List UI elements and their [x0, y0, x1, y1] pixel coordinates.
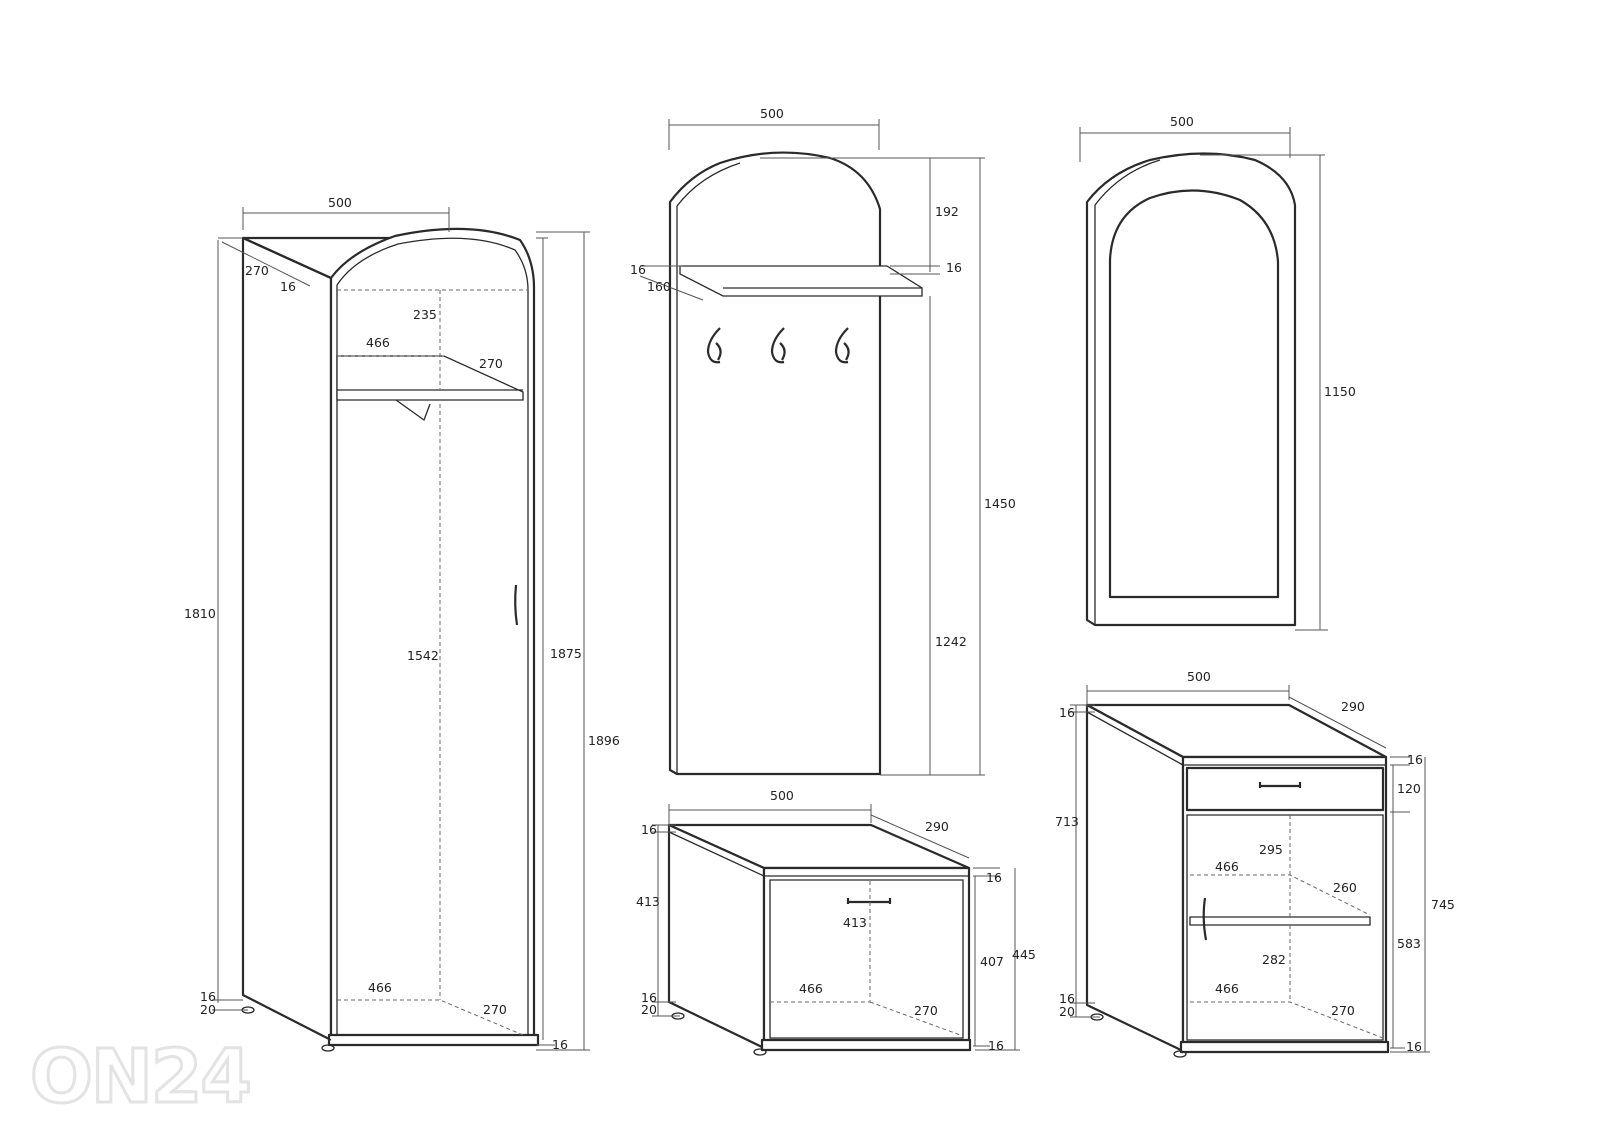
commode-dashed-interior	[1190, 815, 1384, 1039]
commode-bottom-panel-label: 16	[1059, 991, 1075, 1006]
hanger-total-height-label: 1450	[984, 496, 1016, 511]
commode-shelf-gap-top-label: 295	[1259, 842, 1283, 857]
hook-icon	[770, 327, 786, 364]
shoe-bench-total-height-label: 445	[1012, 947, 1036, 962]
shoe-bench-handle	[846, 898, 892, 904]
wardrobe-shelf	[336, 355, 524, 422]
hanger-shelf-thickness-left-label: 16	[630, 262, 646, 277]
shoe-bench-bottom-depth-label: 270	[914, 1003, 938, 1018]
shoe-bench-inner-height-label: 407	[980, 954, 1004, 969]
commode-bottom-right-label: 16	[1406, 1039, 1422, 1054]
wardrobe-inner-height-label: 1542	[407, 648, 439, 663]
wardrobe-height-door-label: 1875	[550, 646, 582, 661]
wardrobe-plinth-panel-label: 16	[200, 989, 216, 1004]
commode-drawer	[1185, 766, 1385, 812]
hanger-panel: 500 192 16 16 160 1450 1242	[630, 106, 1016, 776]
shoe-bench-bottom-right-label: 16	[988, 1038, 1004, 1053]
shoe-bench-top-right-label: 16	[986, 870, 1002, 885]
mirror-width-label: 500	[1170, 114, 1194, 129]
shoe-bench-legs-label: 20	[641, 1002, 657, 1017]
commode-top-right-label: 16	[1407, 752, 1423, 767]
commode-depth-label: 290	[1341, 699, 1365, 714]
wardrobe-bottom-depth-label: 270	[483, 1002, 507, 1017]
commode-side-height-label: 713	[1055, 814, 1079, 829]
shoe-bench-depth-label: 290	[925, 819, 949, 834]
shoe-bench-top-thickness-label: 16	[641, 822, 657, 837]
shoe-bench-bottom-width-label: 466	[799, 981, 823, 996]
hook-icon	[834, 327, 850, 364]
shoe-bench-bottom-panel-label: 16	[641, 990, 657, 1005]
wardrobe-dashed-interior	[337, 289, 528, 1036]
wardrobe-plinth-legs-label: 20	[200, 1002, 216, 1017]
commode-dimension-lines	[1070, 685, 1430, 1053]
commode-door-height-label: 583	[1397, 936, 1421, 951]
wardrobe-handle	[514, 584, 519, 626]
hanger-shelf-depth-label: 160	[647, 279, 671, 294]
hanger-width-label: 500	[760, 106, 784, 121]
hanger-shelf	[679, 265, 923, 297]
commode: 500 290 16 713 16 20 16 120 295 466 260 …	[1055, 669, 1455, 1058]
hanger-dimension-lines	[639, 119, 985, 776]
wardrobe-top-gap-label: 235	[413, 307, 437, 322]
wardrobe-dimension-lines	[212, 207, 590, 1051]
wardrobe-bottom-width-label: 466	[368, 980, 392, 995]
commode-bottom-depth-label: 270	[1331, 1003, 1355, 1018]
wardrobe-panel-label: 16	[280, 279, 296, 294]
commode-handle	[1202, 897, 1208, 941]
mirror: 500 1150	[1079, 114, 1356, 631]
hanger-arch-height-label: 192	[935, 204, 959, 219]
commode-top-left-label: 16	[1059, 705, 1075, 720]
wardrobe-body	[241, 227, 540, 1052]
shoe-bench-dashed-interior	[770, 880, 964, 1037]
mirror-height-label: 1150	[1324, 384, 1356, 399]
watermark-logo: ON24	[30, 1034, 250, 1120]
wardrobe-height-side-label: 1810	[184, 606, 216, 621]
hook-icon	[706, 327, 722, 364]
wardrobe-height-total-label: 1896	[588, 733, 620, 748]
shoe-bench-width-label: 500	[770, 788, 794, 803]
commode-bottom-width-label: 466	[1215, 981, 1239, 996]
shoe-bench-door-height-label: 413	[843, 915, 867, 930]
shoe-bench-dimension-lines	[652, 804, 1020, 1051]
wardrobe-depth-label: 270	[245, 263, 269, 278]
shoe-bench-side-height-label: 413	[636, 894, 660, 909]
wardrobe-bottom-panel-label: 16	[552, 1037, 568, 1052]
shoe-bench: 500 290 16 413 16 20 16 413 407 445 466 …	[636, 788, 1036, 1056]
hanger-shelf-thickness-right-label: 16	[946, 260, 962, 275]
commode-legs-label: 20	[1059, 1004, 1075, 1019]
wardrobe-shelf-width-label: 466	[366, 335, 390, 350]
commode-shelf-depth-label: 260	[1333, 880, 1357, 895]
wardrobe-shelf-depth-label: 270	[479, 356, 503, 371]
commode-shelf-width-label: 466	[1215, 859, 1239, 874]
commode-shelf-gap-bottom-label: 282	[1262, 952, 1286, 967]
commode-width-label: 500	[1187, 669, 1211, 684]
mirror-dimension-lines	[1079, 127, 1328, 631]
commode-drawer-height-label: 120	[1397, 781, 1421, 796]
hanger-lower-height-label: 1242	[935, 634, 967, 649]
wardrobe: 500 270 16 235 466 270 1542 1810 1875 18…	[184, 195, 620, 1052]
wardrobe-width-label: 500	[328, 195, 352, 210]
commode-total-height-label: 745	[1431, 897, 1455, 912]
mirror-glass	[1108, 189, 1280, 599]
